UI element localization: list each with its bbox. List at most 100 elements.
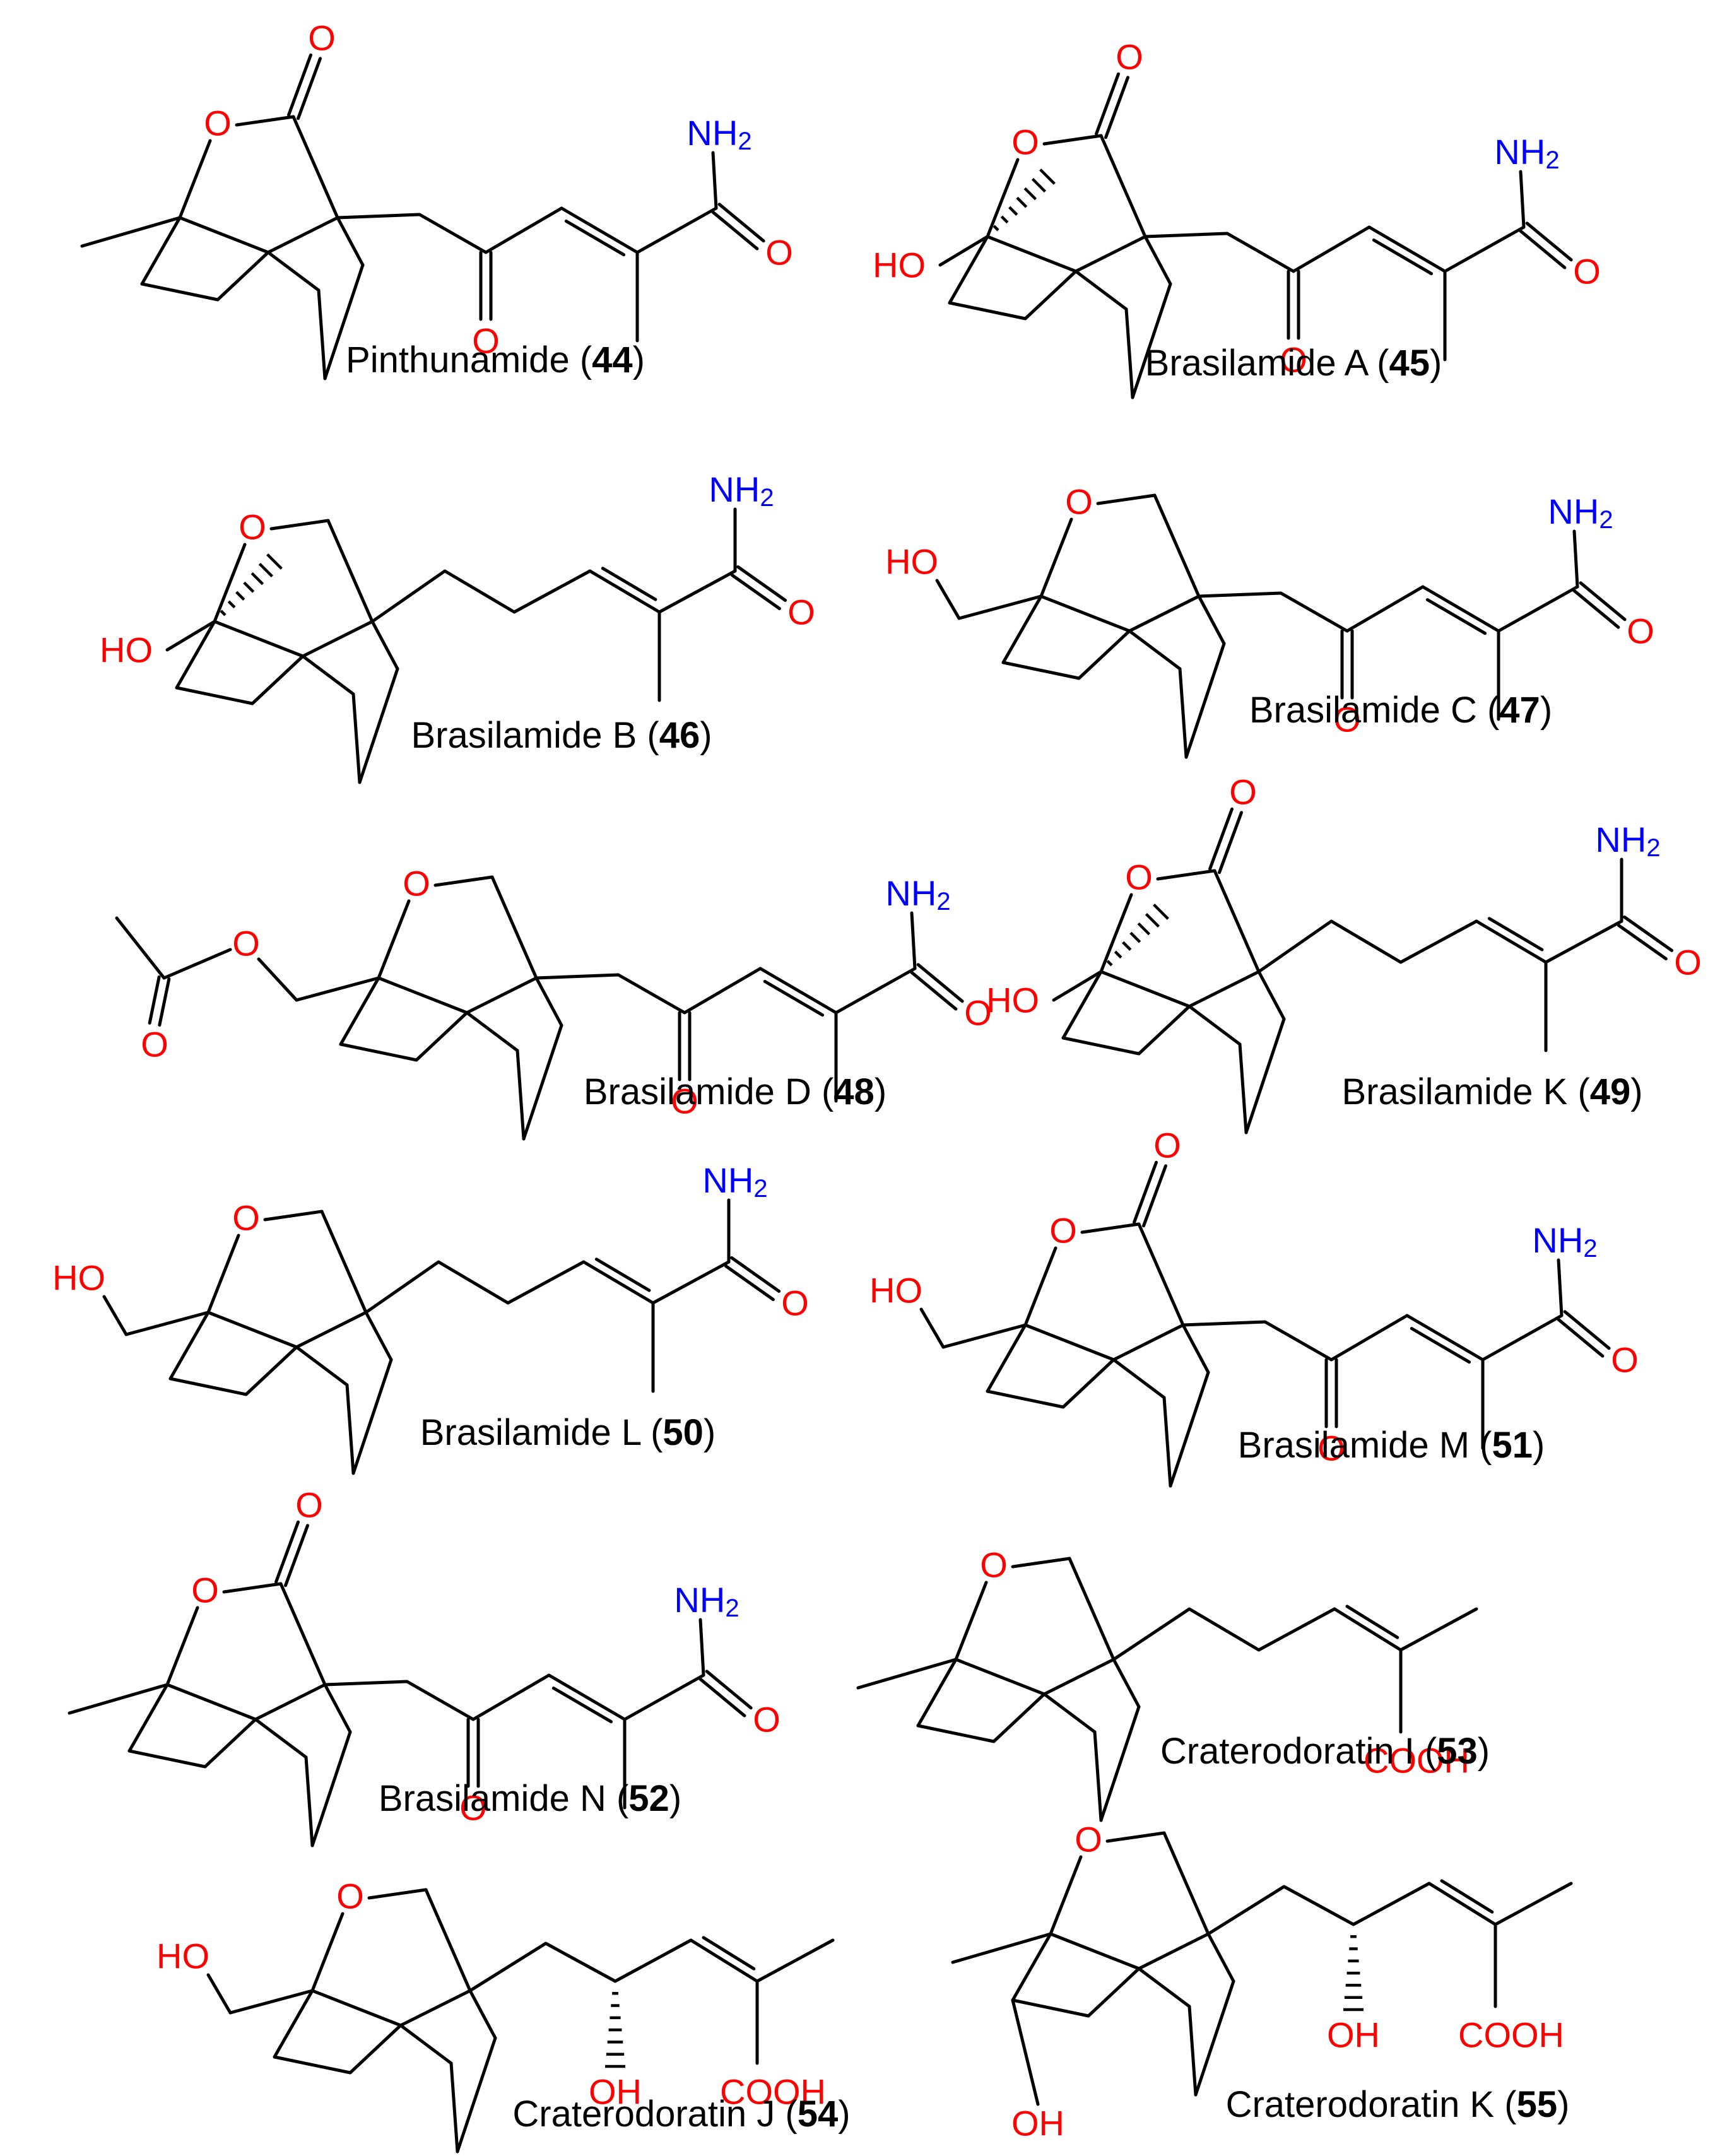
- bond: [266, 250, 321, 292]
- bond-chain: [534, 973, 686, 1015]
- atom-label-o: O: [459, 1788, 487, 1828]
- atom-label-cooh: COOH: [1364, 1741, 1470, 1781]
- bond-chain: [1181, 1320, 1333, 1362]
- bond-chain: [986, 1358, 1116, 1409]
- bond: [1481, 1314, 1564, 1362]
- atom-label-o: O: [781, 1283, 809, 1323]
- bond: [1112, 1358, 1166, 1399]
- bond-chain: [273, 2023, 403, 2075]
- bond: [1178, 667, 1188, 759]
- bond-chain: [127, 1717, 257, 1769]
- compound-caption: Brasilamide N (52): [379, 1778, 681, 1819]
- atom-label-cooh: COOH: [1458, 2015, 1564, 2055]
- bond: [377, 976, 469, 1015]
- bond-chain: [370, 569, 592, 623]
- bond: [698, 1618, 705, 1677]
- atom-label-nh2: NH2: [686, 113, 751, 156]
- bond: [424, 1888, 472, 1993]
- bond: [1074, 235, 1147, 273]
- bond: [471, 1673, 551, 1721]
- bond: [623, 1673, 705, 1721]
- bond: [310, 1730, 352, 1847]
- bond: [222, 1582, 283, 1594]
- atom-label-o: O: [1153, 1126, 1181, 1165]
- atom-label-ho: HO: [52, 1258, 105, 1298]
- atom-label-o: O: [1280, 340, 1307, 380]
- atom-label-o: O: [787, 592, 815, 632]
- bond: [364, 1311, 393, 1362]
- bond: [1023, 1323, 1116, 1362]
- bond: [370, 620, 399, 671]
- double-bond: [730, 574, 781, 611]
- bond: [1011, 1932, 1052, 2002]
- compound-caption: Brasilamide C (47): [1249, 690, 1552, 731]
- bond: [1197, 594, 1226, 645]
- bond: [1544, 919, 1623, 964]
- bond: [1112, 1323, 1185, 1362]
- compound-number: 46: [659, 715, 700, 756]
- double-bond: [1104, 76, 1130, 139]
- double-bond: [1142, 1164, 1168, 1228]
- double-bond: [724, 1264, 775, 1302]
- bond: [1194, 1979, 1235, 2097]
- bond: [301, 654, 355, 696]
- atom-label-oh: OH: [589, 2072, 642, 2112]
- atom-label-ho: HO: [873, 245, 926, 285]
- hashed-wedge-bond: [605, 1992, 625, 2068]
- bond: [1061, 970, 1103, 1040]
- bond: [399, 2023, 453, 2065]
- bond: [935, 579, 961, 620]
- bond: [115, 916, 166, 980]
- double-bond: [1218, 811, 1244, 875]
- atom-label-o: O: [1627, 611, 1654, 651]
- bond: [339, 976, 380, 1046]
- atom-label-o: O: [1573, 252, 1601, 292]
- compound-caption: Craterodoratin I (53): [1160, 1731, 1490, 1772]
- bond: [582, 1260, 655, 1305]
- bond: [317, 288, 327, 380]
- bond: [206, 1973, 232, 2015]
- bond: [1206, 1932, 1235, 1983]
- bond: [1096, 493, 1157, 505]
- bond: [254, 1717, 308, 1759]
- compound-name: Brasilamide D (: [584, 1071, 834, 1112]
- bond: [1427, 1882, 1497, 1926]
- compound-name: Brasilamide N (: [379, 1778, 628, 1819]
- atom-label-nh2: NH2: [702, 1160, 767, 1203]
- bond: [919, 1307, 945, 1349]
- double-bond: [1557, 1317, 1605, 1358]
- bond-chain: [1011, 1967, 1141, 2018]
- bond: [178, 139, 212, 220]
- double-bond: [763, 979, 825, 1017]
- bond: [1181, 1323, 1210, 1374]
- atom-label-o: O: [1075, 1820, 1102, 1859]
- atom-label-o: O: [239, 507, 266, 547]
- bond: [1011, 1998, 1040, 2106]
- bond: [1042, 134, 1103, 146]
- bond: [320, 1210, 368, 1314]
- double-bond: [702, 1936, 756, 1970]
- atom-label-o: O: [472, 321, 500, 361]
- atom-label-o: O: [671, 1081, 698, 1121]
- double-bond: [1525, 221, 1573, 262]
- bond: [954, 1581, 988, 1661]
- atom-label-ho: HO: [156, 1936, 209, 1976]
- compound-caption: Brasilamide M (51): [1238, 1425, 1545, 1466]
- bond: [102, 1295, 128, 1336]
- bond: [1068, 1557, 1116, 1661]
- compound-number: 50: [663, 1412, 704, 1453]
- atom-label-cooh: COOH: [720, 2072, 826, 2112]
- bond: [1162, 1396, 1172, 1488]
- atom-label-nh2: NH2: [885, 873, 950, 916]
- compound-number: 52: [628, 1778, 669, 1819]
- bond: [295, 1345, 349, 1387]
- bond: [951, 1932, 1052, 1964]
- double-bond: [551, 1686, 613, 1724]
- double-bond: [1487, 917, 1544, 951]
- bond: [635, 206, 718, 254]
- bond: [490, 875, 538, 980]
